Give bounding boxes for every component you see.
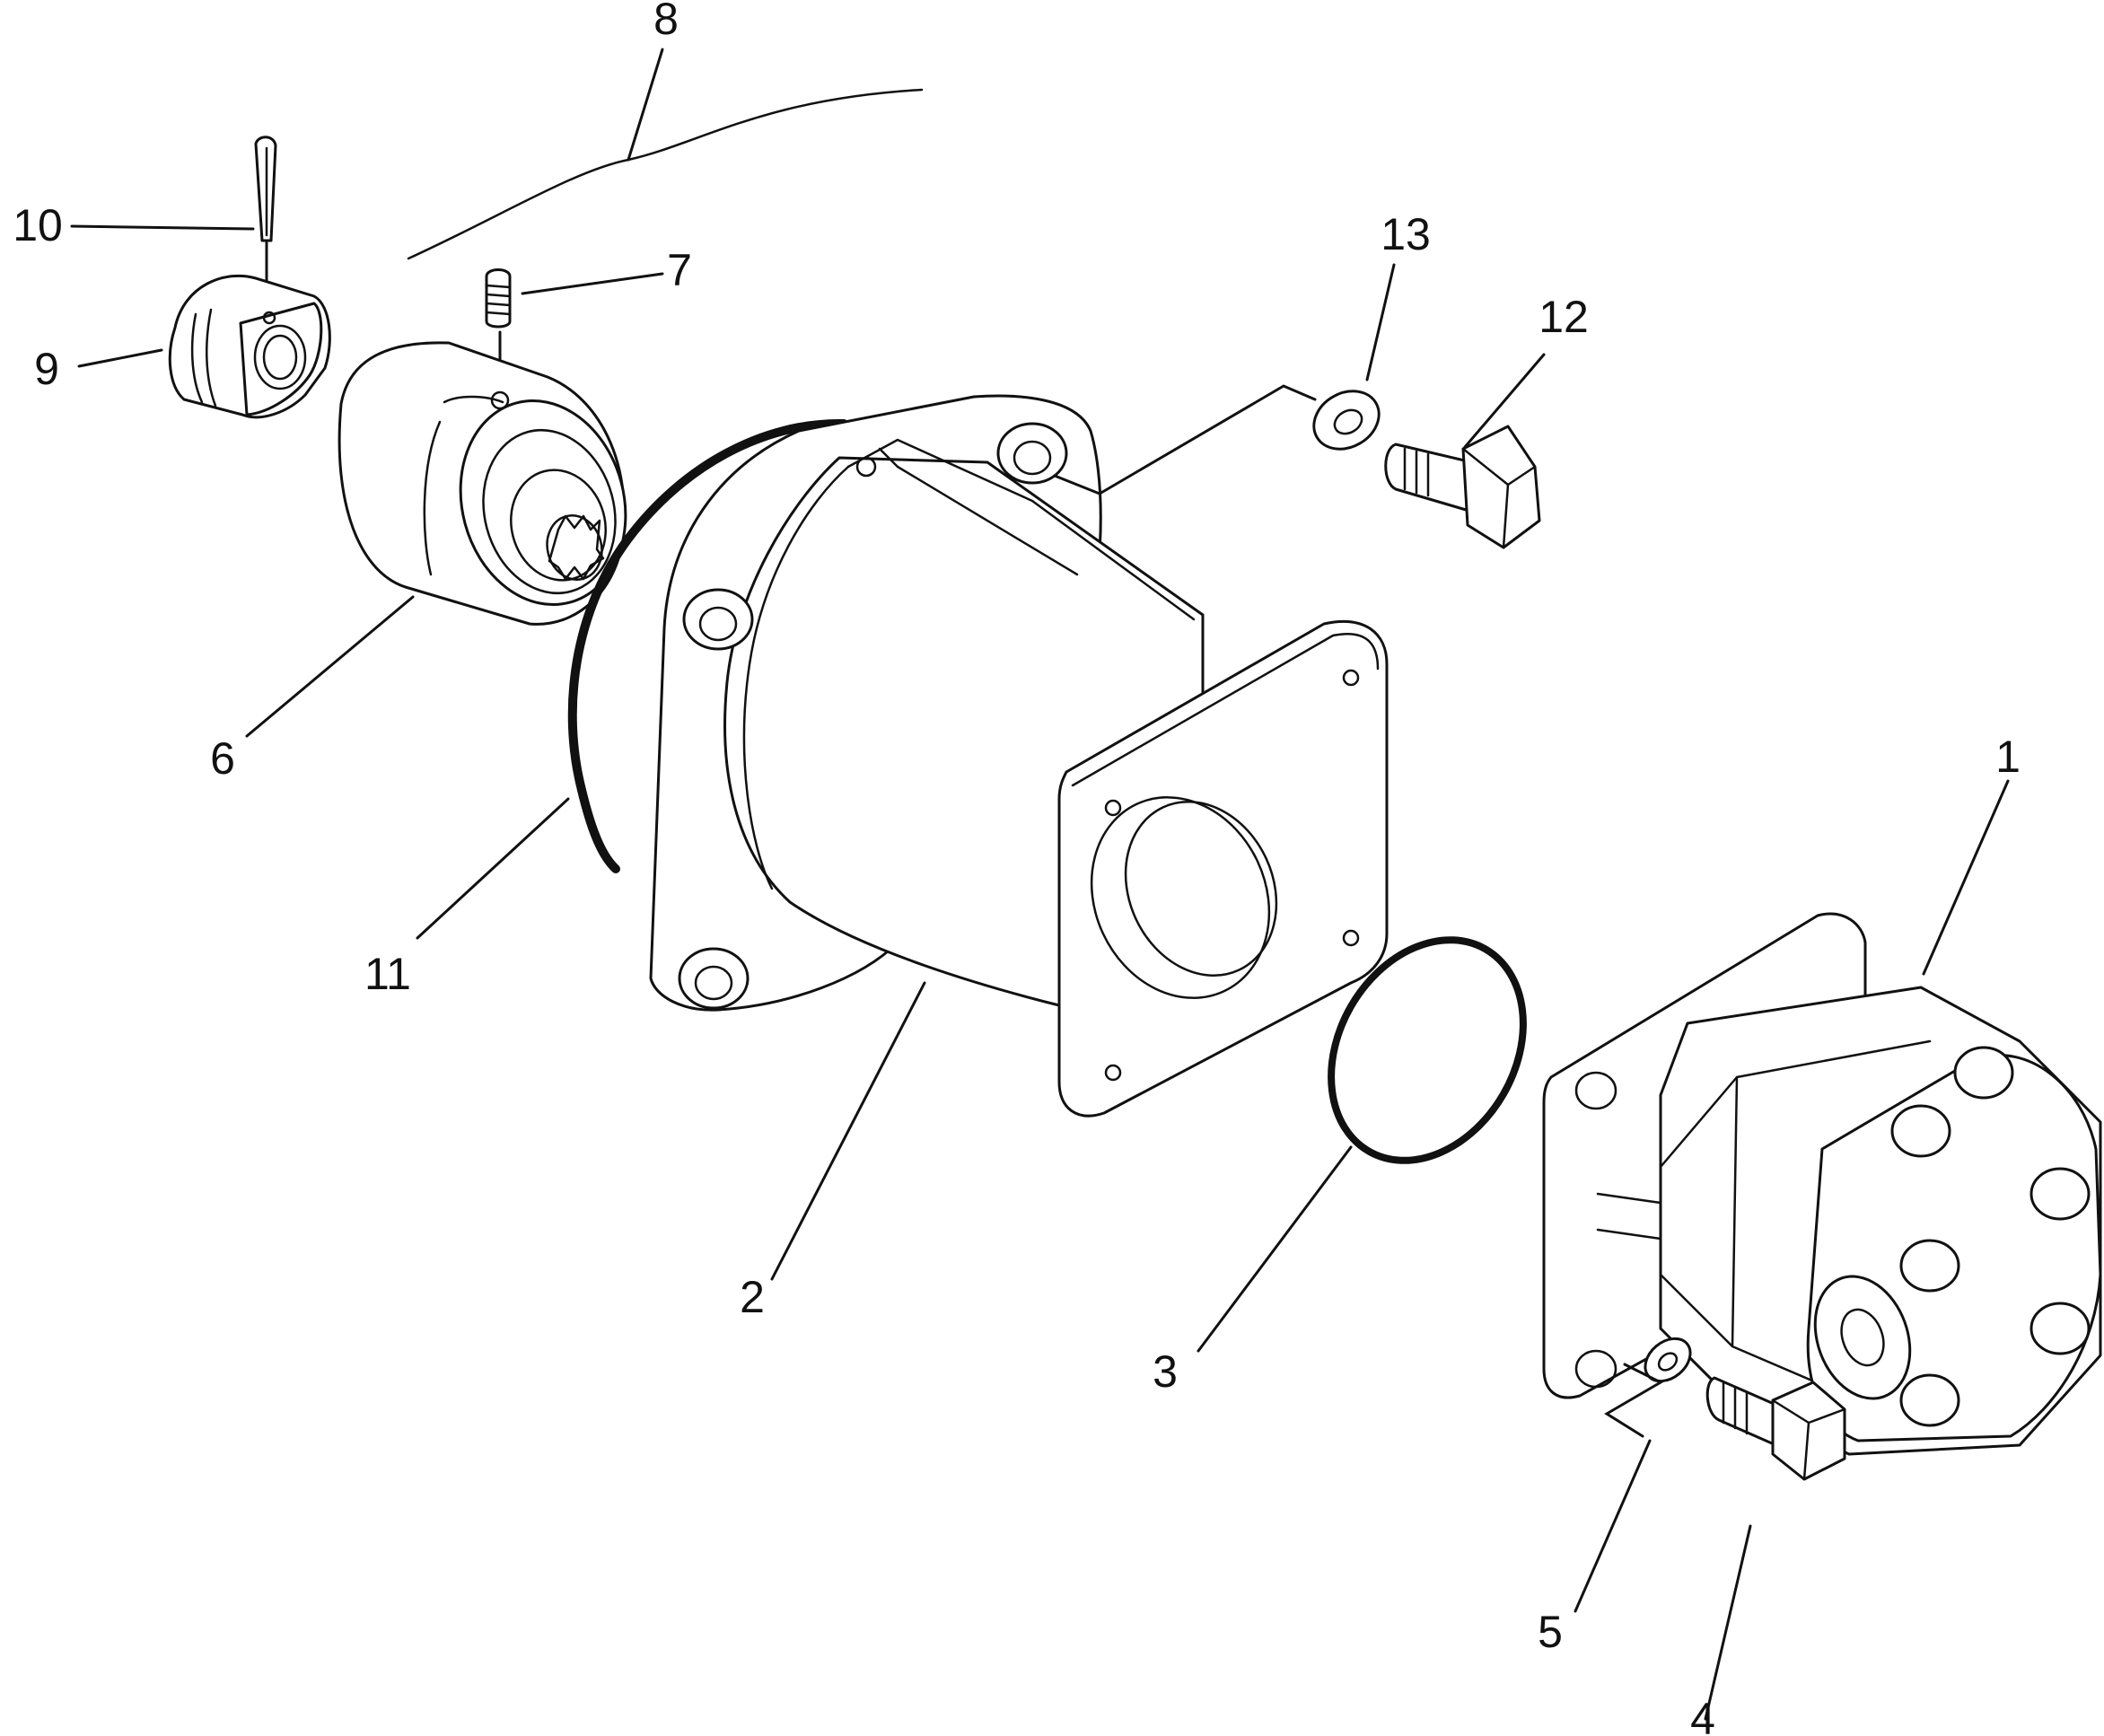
callout-11: 11 <box>364 949 411 999</box>
callout-8: 8 <box>653 0 679 44</box>
callout-5: 5 <box>1538 1607 1563 1657</box>
leader-8 <box>627 48 664 162</box>
leader-7 <box>521 272 664 295</box>
leader-5 <box>1574 1439 1652 1613</box>
callout-4: 4 <box>1690 1694 1715 1736</box>
callout-3: 3 <box>1153 1346 1178 1397</box>
part-2-housing <box>649 394 1389 1118</box>
leader-lines <box>70 48 2010 1721</box>
leader-11 <box>416 797 570 940</box>
callout-13: 13 <box>1381 209 1431 259</box>
callout-10: 10 <box>13 200 63 250</box>
leader-6 <box>245 595 415 738</box>
callout-9: 9 <box>34 344 59 394</box>
leader-3 <box>1197 1145 1353 1353</box>
callout-6: 6 <box>210 733 235 784</box>
part-8-wire <box>407 88 924 260</box>
leader-9 <box>77 348 163 368</box>
leader-13 <box>1365 263 1396 381</box>
part-11-large-o-ring <box>567 418 848 873</box>
callout-2: 2 <box>740 1272 765 1322</box>
leader-2 <box>770 981 926 1281</box>
callout-labels: 1 2 3 4 5 6 7 8 9 10 11 12 13 <box>13 0 2021 1736</box>
leader-4 <box>1704 1524 1752 1721</box>
part-1-pump <box>1542 912 2102 1456</box>
callout-12: 12 <box>1539 292 1589 342</box>
part-6-coupling <box>338 341 627 626</box>
leader-1 <box>1922 779 2010 976</box>
part-5-washer <box>1604 1337 1692 1438</box>
callout-7: 7 <box>667 245 692 295</box>
part-7-set-screw <box>485 268 512 397</box>
leader-12 <box>1463 353 1546 449</box>
part-13-washer <box>1053 384 1381 495</box>
part-9-nut <box>168 274 331 419</box>
leader-10 <box>70 224 255 231</box>
part-12-bolt <box>1384 425 1541 549</box>
part-3-o-ring <box>1328 936 1527 1164</box>
callout-1: 1 <box>1995 732 2021 782</box>
part-4-bolt <box>1705 1376 1846 1481</box>
